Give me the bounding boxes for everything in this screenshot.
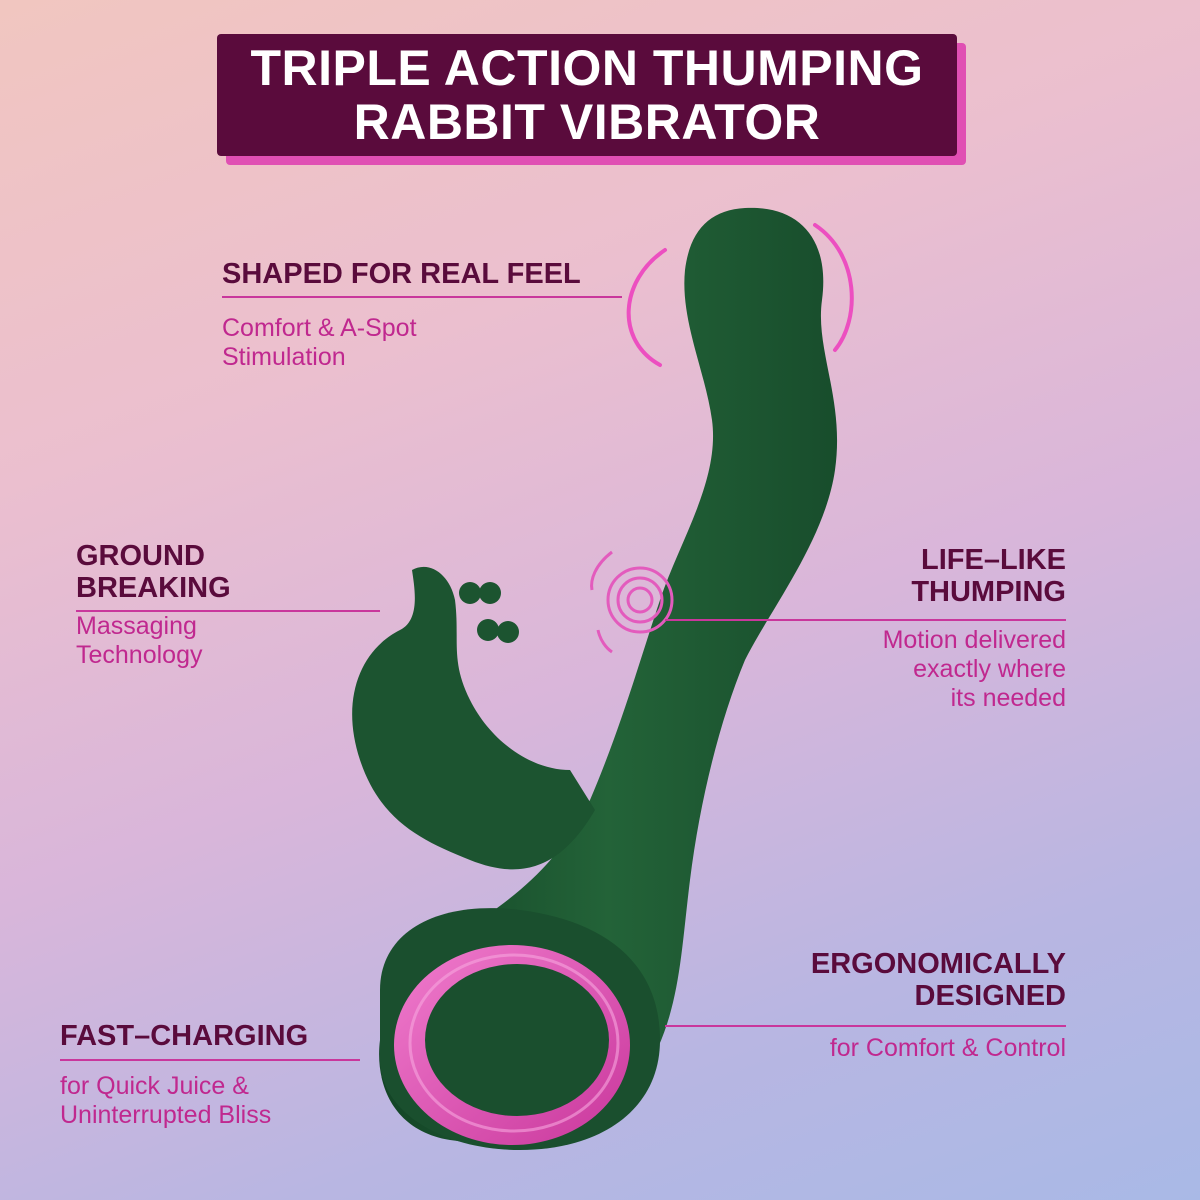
feature-shaped-sub-1: Comfort & A-Spot xyxy=(222,314,417,342)
product-ring-hole xyxy=(425,964,609,1116)
feature-ground-sub-1: Massaging xyxy=(76,612,197,640)
feature-thumping-sub-3: its needed xyxy=(950,684,1066,712)
feature-thumping-heading-1: LIFE–LIKE xyxy=(920,544,1066,576)
feature-thumping-sub-1: Motion delivered xyxy=(882,626,1066,654)
feature-ergonomic-heading-1: ERGONOMICALLY xyxy=(810,948,1066,980)
feature-charging-sub-1: for Quick Juice & xyxy=(60,1072,249,1100)
feature-charging-sub-2: Uninterrupted Bliss xyxy=(60,1101,272,1129)
feature-shaped: SHAPED FOR REAL FEEL Comfort & A-Spot St… xyxy=(222,258,581,372)
feature-ergonomic: ERGONOMICALLY DESIGNED for Comfort & Con… xyxy=(740,948,1066,1063)
feature-ground-heading-2: BREAKING xyxy=(76,572,231,604)
product-nub-4 xyxy=(497,621,519,643)
feature-shaped-sub-2: Stimulation xyxy=(222,343,346,371)
vibration-arc-right xyxy=(813,223,854,352)
title-line-2: RABBIT VIBRATOR xyxy=(353,94,821,150)
feature-ergonomic-sub-1: for Comfort & Control xyxy=(829,1034,1066,1062)
vibration-arc-left xyxy=(626,248,667,367)
product-nub-1 xyxy=(459,582,481,604)
product-shaft xyxy=(379,207,838,1143)
feature-ground-heading-1: GROUND xyxy=(76,540,205,572)
product-nub-2 xyxy=(479,582,501,604)
title-line-1: TRIPLE ACTION THUMPING xyxy=(250,40,924,96)
feature-ground-sub-2: Technology xyxy=(76,641,203,669)
feature-ground: GROUND BREAKING Massaging Technology xyxy=(76,540,231,670)
feature-ergonomic-heading-2: DESIGNED xyxy=(914,980,1066,1012)
feature-charging-heading: FAST–CHARGING xyxy=(60,1020,309,1052)
feature-thumping-heading-2: THUMPING xyxy=(911,576,1066,608)
product-ring-bevel xyxy=(408,953,620,1133)
feature-thumping: LIFE–LIKE THUMPING Motion delivered exac… xyxy=(780,544,1066,713)
product-nub-3 xyxy=(477,619,499,641)
feature-thumping-sub-2: exactly where xyxy=(913,655,1066,683)
thumping-rings-icon xyxy=(590,550,674,654)
title-banner: TRIPLE ACTION THUMPING RABBIT VIBRATOR xyxy=(217,34,957,156)
product-clit-arm xyxy=(352,566,595,870)
feature-charging: FAST–CHARGING for Quick Juice & Uninterr… xyxy=(60,1020,308,1130)
feature-shaped-heading: SHAPED FOR REAL FEEL xyxy=(222,258,581,290)
